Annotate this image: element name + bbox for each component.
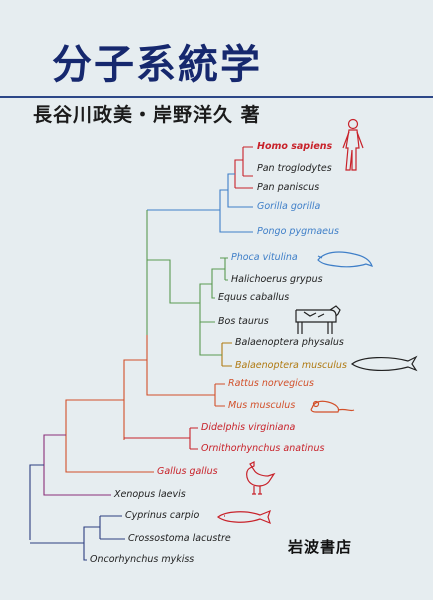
- title-rule: [0, 96, 433, 98]
- species-label-gorilla: Gorilla gorilla: [257, 201, 321, 212]
- human-icon: [342, 118, 364, 171]
- book-title: 分子系統学: [52, 42, 262, 88]
- publisher-name: 岩波書店: [288, 538, 353, 556]
- species-label-balaenoptera-physalus: Balaenoptera physalus: [235, 337, 344, 348]
- fish-icon: [216, 509, 271, 525]
- chicken-icon: [246, 461, 276, 495]
- species-label-gallus: Gallus gallus: [157, 466, 218, 477]
- species-label-oncorhynchus: Oncorhynchus mykiss: [90, 554, 195, 565]
- species-label-equus: Equus caballus: [218, 292, 290, 303]
- species-label-didelphis: Didelphis virginiana: [201, 422, 296, 433]
- species-label-homo-sapiens: Homo sapiens: [257, 141, 333, 152]
- mouse-icon: [310, 400, 355, 413]
- species-label-phoca: Phoca vitulina: [231, 252, 298, 263]
- species-label-rattus: Rattus norvegicus: [228, 378, 314, 389]
- species-label-halichoerus: Halichoerus grypus: [231, 274, 323, 285]
- species-label-pongo: Pongo pygmaeus: [257, 226, 339, 237]
- species-label-crossostoma: Crossostoma lacustre: [128, 533, 231, 544]
- species-label-balaenoptera-musculus: Balaenoptera musculus: [235, 360, 347, 371]
- species-label-xenopus: Xenopus laevis: [114, 489, 186, 500]
- species-label-bos: Bos taurus: [218, 316, 269, 327]
- seal-icon: [317, 251, 373, 268]
- species-label-ornithorhynchus: Ornithorhynchus anatinus: [201, 443, 325, 454]
- authors-line: 長谷川政美・岸野洋久 著: [33, 104, 261, 126]
- species-label-pan-troglodytes: Pan troglodytes: [257, 163, 332, 174]
- cow-icon: [295, 305, 341, 334]
- species-label-cyprinus: Cyprinus carpio: [125, 510, 200, 521]
- species-label-pan-paniscus: Pan paniscus: [257, 182, 320, 193]
- species-label-mus: Mus musculus: [228, 400, 296, 411]
- whale-icon: [350, 355, 418, 372]
